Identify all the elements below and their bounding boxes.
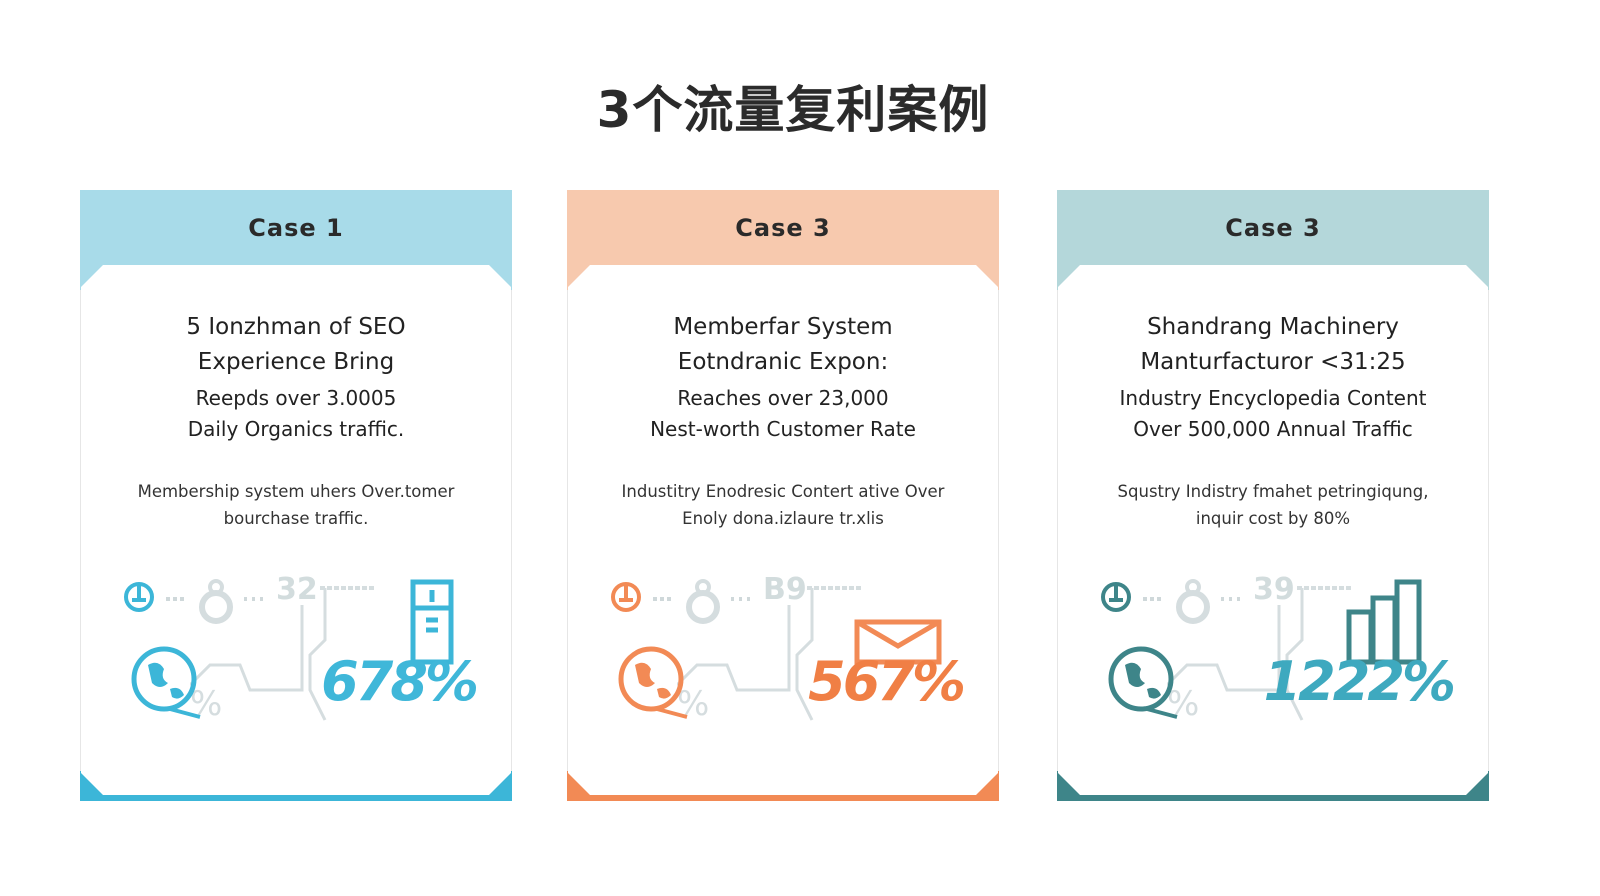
headline-line: Manturfacturor <31:25 <box>1140 349 1406 375</box>
card-header: Case 3 <box>1225 213 1321 242</box>
faint-number: B9 <box>763 572 807 607</box>
subheadline-line: Reepds over 3.0005 <box>195 386 397 410</box>
device-icon <box>1346 579 1422 665</box>
faint-number: 39 <box>1253 572 1295 607</box>
description-line: Industitry Enodresic Contert ative Over <box>621 482 945 501</box>
page-title: 3个流量复利案例 <box>596 81 990 139</box>
subheadline-line: Over 500,000 Annual Traffic <box>1133 417 1413 441</box>
stats-illustration: B9 % 567% <box>567 570 999 740</box>
stat-value: 678% <box>321 650 479 713</box>
globe-chat-icon <box>618 646 688 719</box>
description-line: Enoly dona.izlaure tr.xlis <box>682 509 884 528</box>
headline-line: Eotndranic Expon: <box>677 349 889 375</box>
globe-chat-icon <box>1108 646 1178 719</box>
power-icon <box>124 582 154 612</box>
power-icon <box>1101 582 1131 612</box>
headline-line: Shandrang Machinery <box>1147 314 1399 340</box>
globe-chat-icon <box>131 646 201 719</box>
card-header: Case 1 <box>248 213 344 242</box>
stat-value: 567% <box>808 650 966 713</box>
description-line: inquir cost by 80% <box>1195 509 1351 528</box>
card-headline: 5 Ionzhman of SEO Experience Bring <box>80 310 512 380</box>
description-line: Membership system uhers Over.tomer <box>137 482 455 501</box>
stat-value: 1222% <box>1263 650 1456 713</box>
gear-icon <box>1143 579 1243 624</box>
power-icon <box>611 582 641 612</box>
case-card: Case 1 5 Ionzhman of SEO Experience Bring… <box>80 190 512 801</box>
card-description: Membership system uhers Over.tomer bourch… <box>90 478 502 532</box>
gear-icon <box>653 579 753 624</box>
device-icon <box>410 579 454 665</box>
subheadline-line: Industry Encyclopedia Content <box>1119 386 1427 410</box>
subheadline-line: Daily Organics traffic. <box>187 417 405 441</box>
headline-line: Experience Bring <box>197 349 395 375</box>
card-header: Case 3 <box>735 213 831 242</box>
subheadline-line: Nest-worth Customer Rate <box>650 417 916 441</box>
stats-illustration: 39 % 1222% <box>1057 570 1489 740</box>
faint-number: 32 <box>276 572 318 607</box>
gear-icon <box>166 579 266 624</box>
headline-line: 5 Ionzhman of SEO <box>186 314 406 340</box>
device-icon <box>854 619 942 665</box>
card-description: Squstry Indistry fmahet petringiqung, inq… <box>1067 478 1479 532</box>
headline-line: Memberfar System <box>673 314 893 340</box>
subheadline-line: Reaches over 23,000 <box>677 386 889 410</box>
stats-illustration: 32 % 678% <box>80 570 512 740</box>
description-line: bourchase traffic. <box>223 509 369 528</box>
description-line: Squstry Indistry fmahet petringiqung, <box>1117 482 1429 501</box>
